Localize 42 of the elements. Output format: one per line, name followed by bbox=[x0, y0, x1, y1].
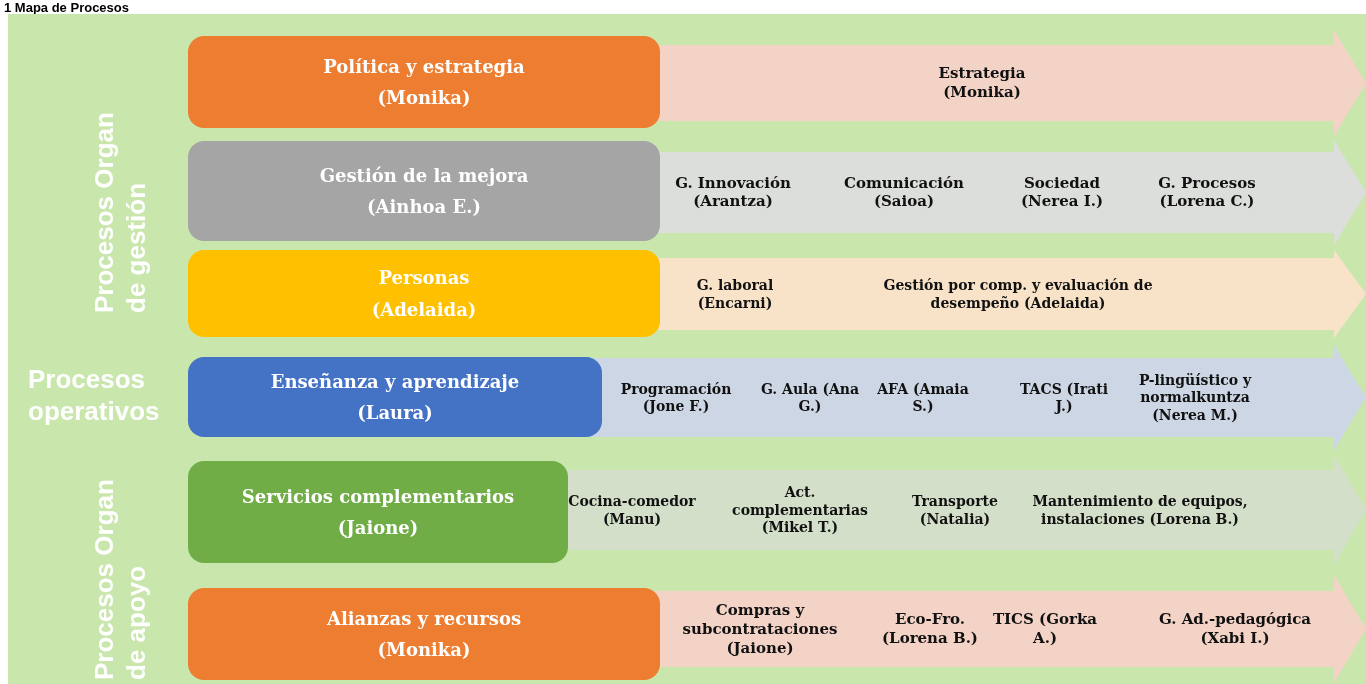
subprocess-label: AFA (Amaia S.) bbox=[876, 380, 970, 415]
subprocess-label: TICS (Gorka A.) bbox=[992, 610, 1098, 648]
process-title: Personas bbox=[378, 266, 470, 290]
owner-name: (Monika) bbox=[377, 638, 471, 662]
subprocess-label: G. Ad.-pedagógica (Xabi I.) bbox=[1157, 610, 1313, 648]
process-box bbox=[188, 461, 568, 563]
process-title: Gestión de la mejora bbox=[319, 163, 529, 188]
process-box bbox=[188, 357, 602, 437]
owner-name: (Monika) bbox=[377, 86, 471, 110]
subprocess-label: Comunicación (Saioa) bbox=[843, 173, 965, 212]
page-title: 1 Mapa de Procesos bbox=[4, 0, 129, 15]
process-box bbox=[188, 588, 660, 680]
group-label: Procesos Organ de gestión bbox=[88, 111, 152, 313]
subprocess-label: G. laboral (Encarni) bbox=[695, 276, 775, 312]
subprocess-label: G. Procesos (Lorena C.) bbox=[1157, 173, 1257, 212]
process-title: Alianzas y recursos bbox=[326, 606, 522, 631]
group-label: Procesos operativos bbox=[28, 363, 161, 427]
process-box bbox=[188, 250, 660, 337]
process-title: Política y estrategia bbox=[323, 54, 525, 79]
process-title: Enseñanza y aprendizaje bbox=[270, 369, 520, 394]
owner-name: (Jaione) bbox=[337, 516, 419, 540]
subprocess-label: Act. complementarias (Mikel T.) bbox=[731, 483, 869, 537]
subprocess-label: Mantenimiento de equipos, instalaciones (Lorena B.) bbox=[1031, 492, 1249, 528]
owner-name: (Adelaida) bbox=[371, 297, 477, 322]
subprocess-label: Sociedad (Nerea I.) bbox=[1019, 173, 1105, 212]
subprocess-label: G. Aula (Ana G.) bbox=[760, 380, 860, 415]
owner-name: (Laura) bbox=[357, 401, 433, 425]
subprocess-label: TACS (Irati J.) bbox=[1018, 380, 1109, 415]
subprocess-label: Eco-Fro. (Lorena B.) bbox=[881, 610, 979, 648]
subprocess-label: Transporte (Natalia) bbox=[911, 492, 999, 528]
owner-name: (Ainhoa E.) bbox=[367, 195, 481, 219]
process-box bbox=[188, 36, 660, 128]
subprocess-label: P-lingüístico y normalkuntza (Nerea M.) bbox=[1137, 371, 1253, 424]
subprocess-label: Cocina-comedor (Manu) bbox=[567, 492, 697, 528]
subprocess-label: G. Innovación (Arantza) bbox=[674, 173, 792, 212]
subprocess-label: Gestión por comp. y evaluación de desempeño (Adelaida) bbox=[882, 276, 1154, 312]
group-label: Procesos Organ de apoyo bbox=[88, 478, 152, 680]
process-box bbox=[188, 141, 660, 241]
subprocess-label: Estrategia (Monika) bbox=[937, 64, 1027, 102]
subprocess-label: Programación (Jone F.) bbox=[619, 380, 733, 415]
subprocess-label: Compras y subcontrataciones (Jaione) bbox=[681, 600, 839, 658]
process-title: Servicios complementarios bbox=[241, 484, 515, 509]
